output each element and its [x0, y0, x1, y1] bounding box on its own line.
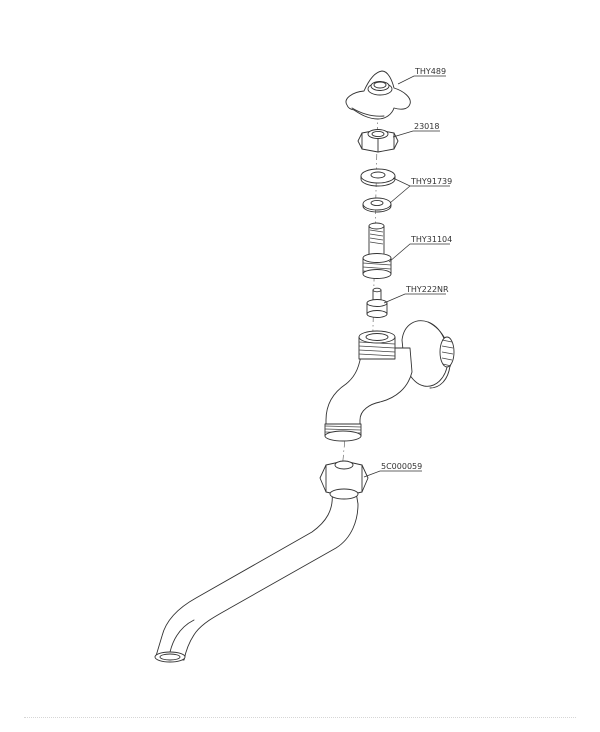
label-seat-code: THY222NR — [405, 285, 449, 294]
leader-seat — [383, 293, 446, 304]
footer-divider — [24, 717, 576, 718]
label-leaders — [363, 75, 450, 478]
label-washers-code: THY91739 — [410, 177, 452, 186]
leader-washer-lower — [389, 185, 411, 204]
valve-body — [324, 320, 455, 442]
handle-part — [345, 70, 411, 120]
label-nut-code: 23018 — [414, 122, 439, 131]
spout-part — [154, 460, 369, 663]
label-handle-code: THY489 — [414, 67, 446, 76]
label-spout-code: 5C000059 — [381, 462, 422, 471]
leader-nut — [392, 130, 440, 138]
washer-upper — [360, 168, 396, 187]
leader-spout — [363, 470, 422, 478]
label-spindle-code: THY31104 — [410, 235, 452, 244]
leader-spindle — [388, 243, 450, 263]
seat-part — [366, 287, 388, 318]
part-labels: THY489 23018 THY91739 THY31104 THY222NR … — [381, 67, 452, 471]
washer-lower — [362, 197, 392, 213]
leader-handle — [397, 75, 446, 85]
nut-part — [357, 129, 399, 153]
spindle-part — [362, 222, 392, 279]
